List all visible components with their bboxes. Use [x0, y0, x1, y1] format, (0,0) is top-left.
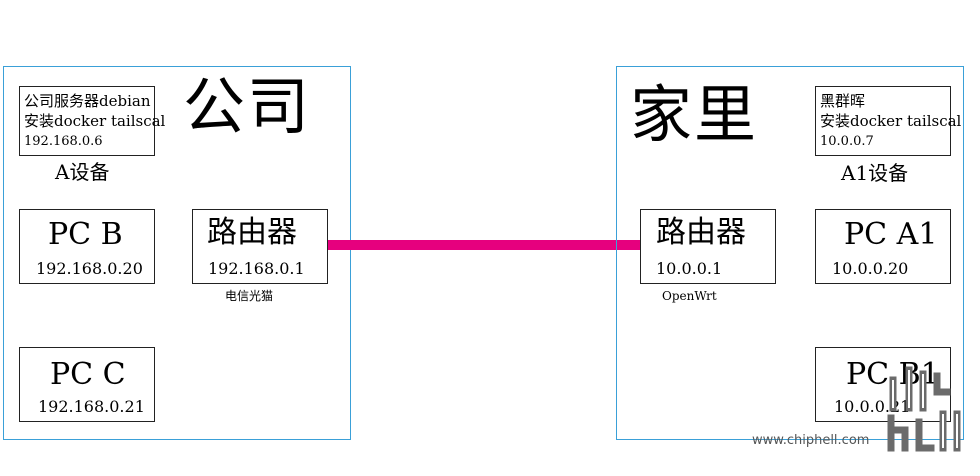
home-router[interactable]: 路由器 10.0.0.1 [640, 209, 776, 284]
company-server-software: 安装docker tailscal [24, 112, 166, 130]
home-server-ip: 10.0.0.7 [820, 134, 874, 149]
company-pc-c-title: PC C [50, 357, 126, 392]
home-router-ip: 10.0.0.1 [656, 259, 723, 278]
watermark-site: www.chiphell.com [752, 433, 870, 448]
chiphell-logo-icon [887, 366, 961, 452]
router-link [328, 240, 640, 250]
company-router[interactable]: 路由器 192.168.0.1 [192, 209, 328, 284]
company-server-name: 公司服务器debian [24, 92, 151, 110]
company-router-ip: 192.168.0.1 [208, 259, 305, 278]
home-zone [616, 66, 964, 440]
company-pc-b-ip: 192.168.0.20 [36, 259, 143, 278]
company-zone [3, 66, 351, 440]
home-server-box[interactable]: 黑群晖 安装docker tailscal 10.0.0.7 [815, 86, 961, 156]
home-router-title: 路由器 [656, 215, 746, 250]
company-router-title: 路由器 [207, 215, 297, 250]
company-device-label: A设备 [55, 160, 110, 184]
company-server-ip: 192.168.0.6 [24, 134, 103, 149]
home-router-caption: OpenWrt [662, 289, 717, 303]
home-server-software: 安装docker tailscal [820, 112, 962, 130]
home-pc-a1-title: PC A1 [844, 217, 938, 252]
home-pc-a1[interactable]: PC A1 10.0.0.20 [815, 209, 951, 284]
company-pc-b[interactable]: PC B 192.168.0.20 [19, 209, 155, 284]
home-pc-a1-ip: 10.0.0.20 [832, 259, 909, 278]
company-router-caption: 电信光猫 [225, 289, 274, 303]
company-server-box[interactable]: 公司服务器debian 安装docker tailscal 192.168.0.… [19, 86, 165, 156]
company-pc-b-title: PC B [48, 217, 123, 252]
company-pc-c-ip: 192.168.0.21 [38, 397, 145, 416]
home-device-label: A1设备 [841, 161, 909, 185]
company-pc-c[interactable]: PC C 192.168.0.21 [19, 347, 155, 422]
home-label: 家里 [630, 78, 759, 151]
company-label: 公司 [183, 70, 312, 143]
home-server-name: 黑群晖 [820, 92, 866, 110]
